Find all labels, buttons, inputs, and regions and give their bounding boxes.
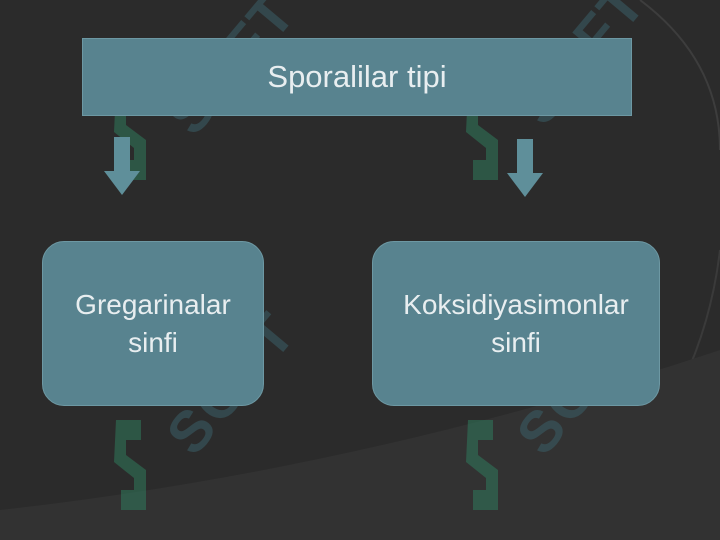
right-node-line1: Koksidiyasimonlar	[403, 288, 629, 320]
right-node-koksidiyasimonlar: Koksidiyasimonlar sinfi	[372, 241, 660, 406]
left-node-gregarinalar: Gregarinalar sinfi	[42, 241, 264, 406]
right-node-line2: sinfi	[491, 326, 541, 358]
left-node-line2: sinfi	[128, 326, 178, 358]
left-node-line1: Gregarinalar	[75, 288, 231, 320]
top-node-label: Sporalilar tipi	[267, 59, 447, 94]
top-node-sporalilar-tipi: Sporalilar tipi	[82, 38, 632, 116]
down-arrow-icon	[507, 139, 543, 197]
down-arrow-icon	[104, 137, 140, 195]
